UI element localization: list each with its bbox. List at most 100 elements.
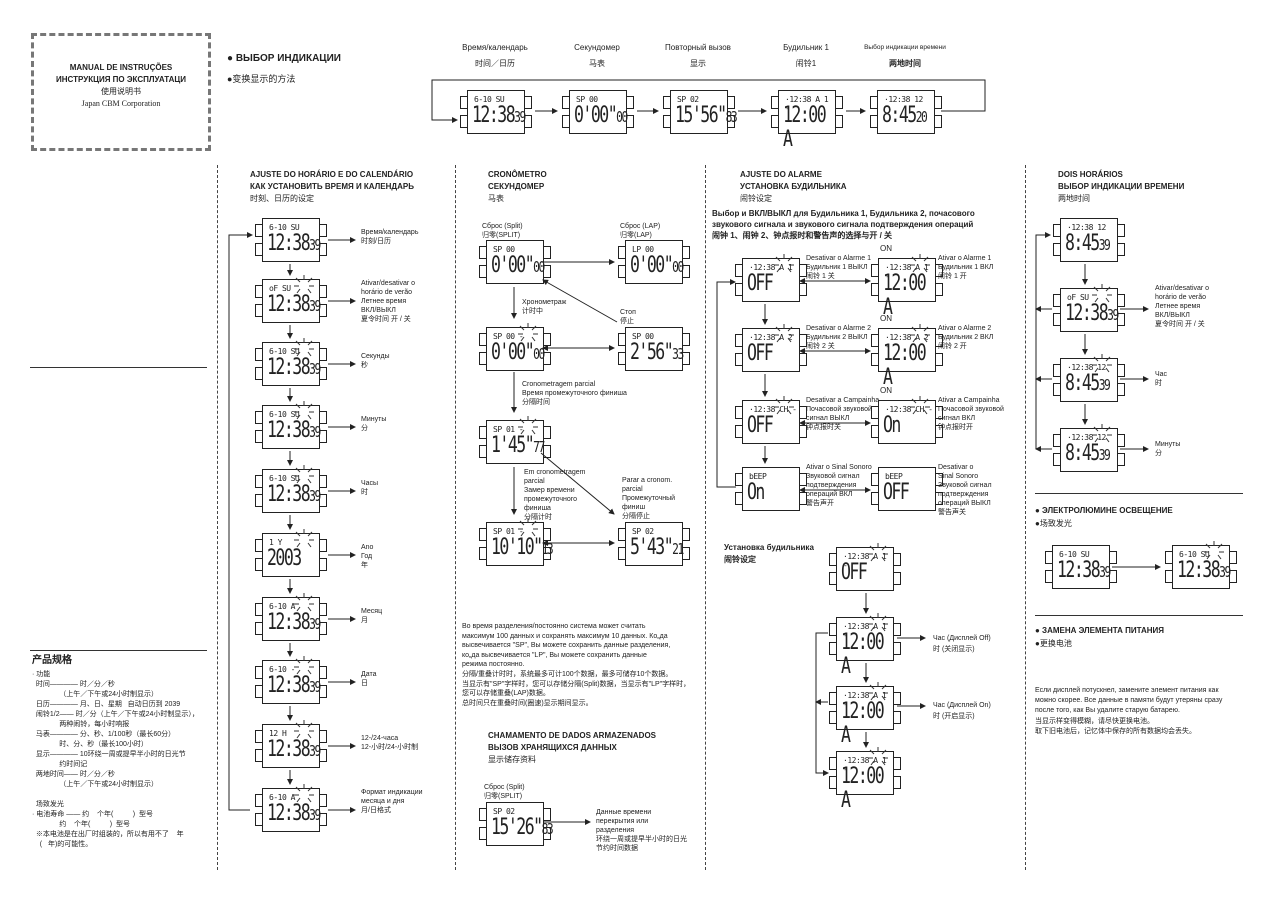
watch-button xyxy=(1117,313,1125,326)
stop-split-label: финиш xyxy=(622,504,646,511)
blink-icon xyxy=(910,396,930,415)
specs-title: 产品规格 xyxy=(32,655,72,666)
watch-button xyxy=(893,692,901,705)
reset-split-label: Сброс (Split) xyxy=(482,223,523,230)
blink-icon xyxy=(868,613,888,632)
watch-button xyxy=(935,283,943,296)
alarm-right-label: 闹铃 2 开 xyxy=(938,343,967,350)
watch-button xyxy=(935,492,943,505)
watch-button xyxy=(319,224,327,237)
step-label: 分 xyxy=(361,425,368,432)
blink-icon xyxy=(294,784,314,803)
watch-button xyxy=(682,333,690,346)
watch-button xyxy=(255,794,263,807)
display-digits: OFF xyxy=(883,480,910,505)
recall-label: Данные времени xyxy=(596,809,652,816)
display-top-line: 12 H xyxy=(269,729,287,738)
watch-button xyxy=(319,749,327,762)
on-label: ON xyxy=(880,386,892,395)
step-label: Ativar/desativar o xyxy=(1155,285,1210,292)
display-main: 8:4539 xyxy=(1065,442,1111,467)
step-label: 日 xyxy=(361,680,368,687)
in-split-label: Замер времени xyxy=(524,487,575,494)
display-top-line: SP 00 xyxy=(632,332,654,341)
timing-label: Хронометраж xyxy=(522,299,567,306)
display-top-line: 6-10 SU xyxy=(269,223,300,232)
step-label: Секунды xyxy=(361,353,390,360)
display-top-line: 6-10 SU xyxy=(269,474,300,483)
display-digits: 8:45 xyxy=(1065,231,1100,256)
display-digits: 2'56" xyxy=(630,340,674,365)
watch-button xyxy=(727,96,735,109)
watch-button xyxy=(319,622,327,635)
step-label: horário de verão xyxy=(1155,294,1206,301)
display-seconds: 39 xyxy=(309,615,321,633)
watch-button xyxy=(682,352,690,365)
display-digits: 8:45 xyxy=(882,103,917,128)
display-top-line: ·12:38 12 xyxy=(884,95,923,104)
step-label: ВКЛ/ВЫКЛ xyxy=(361,307,396,314)
display-top-line: 6-10 A xyxy=(269,602,295,611)
display-seconds: 39 xyxy=(1098,236,1111,254)
watch-button xyxy=(935,406,943,419)
stop-split-label: parcial xyxy=(622,486,643,493)
display-main: 12:3839 xyxy=(267,293,321,318)
watch-button xyxy=(799,334,807,347)
display-digits: 12:38 xyxy=(267,610,311,635)
display-seconds: 39 xyxy=(309,678,321,696)
display-digits: 0'00" xyxy=(574,103,618,128)
hour-label: 时 (关闭显示) xyxy=(933,646,975,653)
alarm-subtitle: Выбор и ВКЛ/ВЫКЛ для Будильника 1, Будил… xyxy=(712,209,975,218)
display-seconds: 39 xyxy=(514,108,526,126)
display-seconds: 39 xyxy=(309,360,321,378)
watch-button xyxy=(319,603,327,616)
step-label: Минуты xyxy=(1155,441,1181,448)
watch-button xyxy=(893,623,901,636)
blink-icon xyxy=(868,543,888,562)
recall-label: 环绕一周或提早半小时的日光 xyxy=(596,836,687,843)
watch-button xyxy=(893,711,901,724)
watch-button xyxy=(319,411,327,424)
watch-button xyxy=(562,115,570,128)
watch-button xyxy=(835,115,843,128)
divider xyxy=(1035,615,1243,616)
spec-line: 约 个年( ) 型号 xyxy=(32,821,131,828)
display-top-line: SP 00 - xyxy=(493,332,524,341)
step-label: 时 xyxy=(361,489,368,496)
alarm-mid-label: подтверждения xyxy=(806,482,857,489)
blink-icon xyxy=(1092,284,1112,303)
step-label: ВКЛ/ВЫКЛ xyxy=(1155,312,1190,319)
watch-display: ·12:38 A 1 -12:00 A xyxy=(771,90,843,152)
section-title-cn: ●更换电池 xyxy=(1035,639,1072,648)
step-label: Ano xyxy=(361,544,374,551)
display-top-line: ·12:38 A 1 - xyxy=(885,263,929,281)
alarm-right-label: подтверждения xyxy=(938,491,989,498)
spec-line: 场致发光 xyxy=(32,801,64,808)
reset-split-label: 归零(SPLIT) xyxy=(482,232,521,239)
display-main: OFF xyxy=(747,414,774,439)
recall-label: 节约时间数据 xyxy=(596,845,638,852)
display-top-line: ·12:38 A 1 - xyxy=(785,95,829,113)
watch-button xyxy=(935,425,943,438)
alarm-mid-label: 闹铃 2 关 xyxy=(806,343,835,350)
display-main: 12:3839 xyxy=(267,610,321,636)
display-top-line: ·12:38 A 2 - xyxy=(885,333,929,351)
step-label: Летнее время xyxy=(1155,303,1201,310)
alarm-right-label: сигнал ВКЛ xyxy=(938,415,976,422)
section-title: КАК УСТАНОВИТЬ ВРЕМЯ И КАЛЕНДАРЬ xyxy=(250,182,414,191)
watch-button xyxy=(1117,364,1125,377)
alarm-right-label: операций ВЫКЛ xyxy=(938,500,991,507)
step-label: Формат индикации xyxy=(361,789,423,796)
watch-button xyxy=(829,572,837,585)
note-cn: 分隔/重叠计时时，系统最多可计100个数据，最多可储存10个数据。 xyxy=(462,671,673,678)
step-label: 12-小时/24-小时制 xyxy=(361,744,419,751)
display-digits: 10'10" xyxy=(491,535,543,560)
step-label: 秒 xyxy=(361,362,368,369)
watch-button xyxy=(1117,453,1125,466)
